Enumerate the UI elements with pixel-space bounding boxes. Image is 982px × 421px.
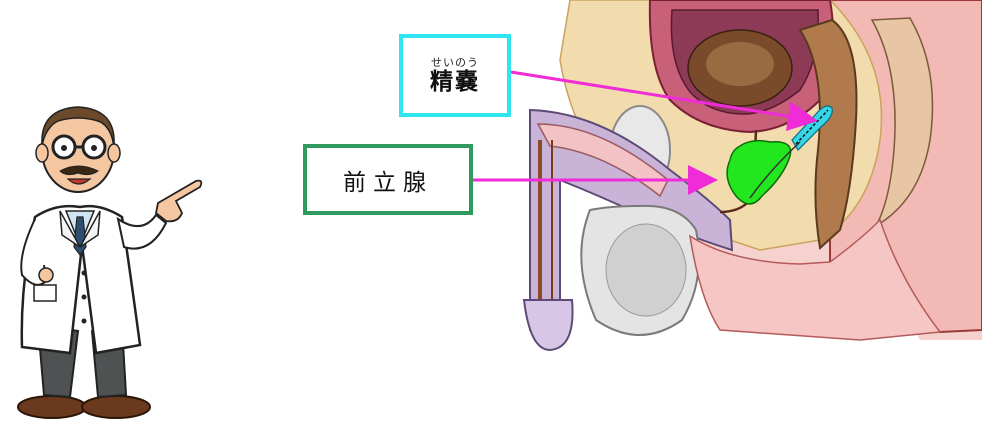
seminal-vesicle-ruby: せいのう <box>431 57 479 69</box>
prostate-text: 前立腺 <box>343 163 433 197</box>
pelvic-anatomy-illustration <box>500 0 982 360</box>
seminal-vesicle-text: 精嚢 <box>430 69 480 95</box>
doctor-illustration <box>0 95 215 421</box>
seminal-vesicle-label: せいのう 精嚢 <box>399 34 511 117</box>
prostate-label: 前立腺 <box>303 144 473 215</box>
